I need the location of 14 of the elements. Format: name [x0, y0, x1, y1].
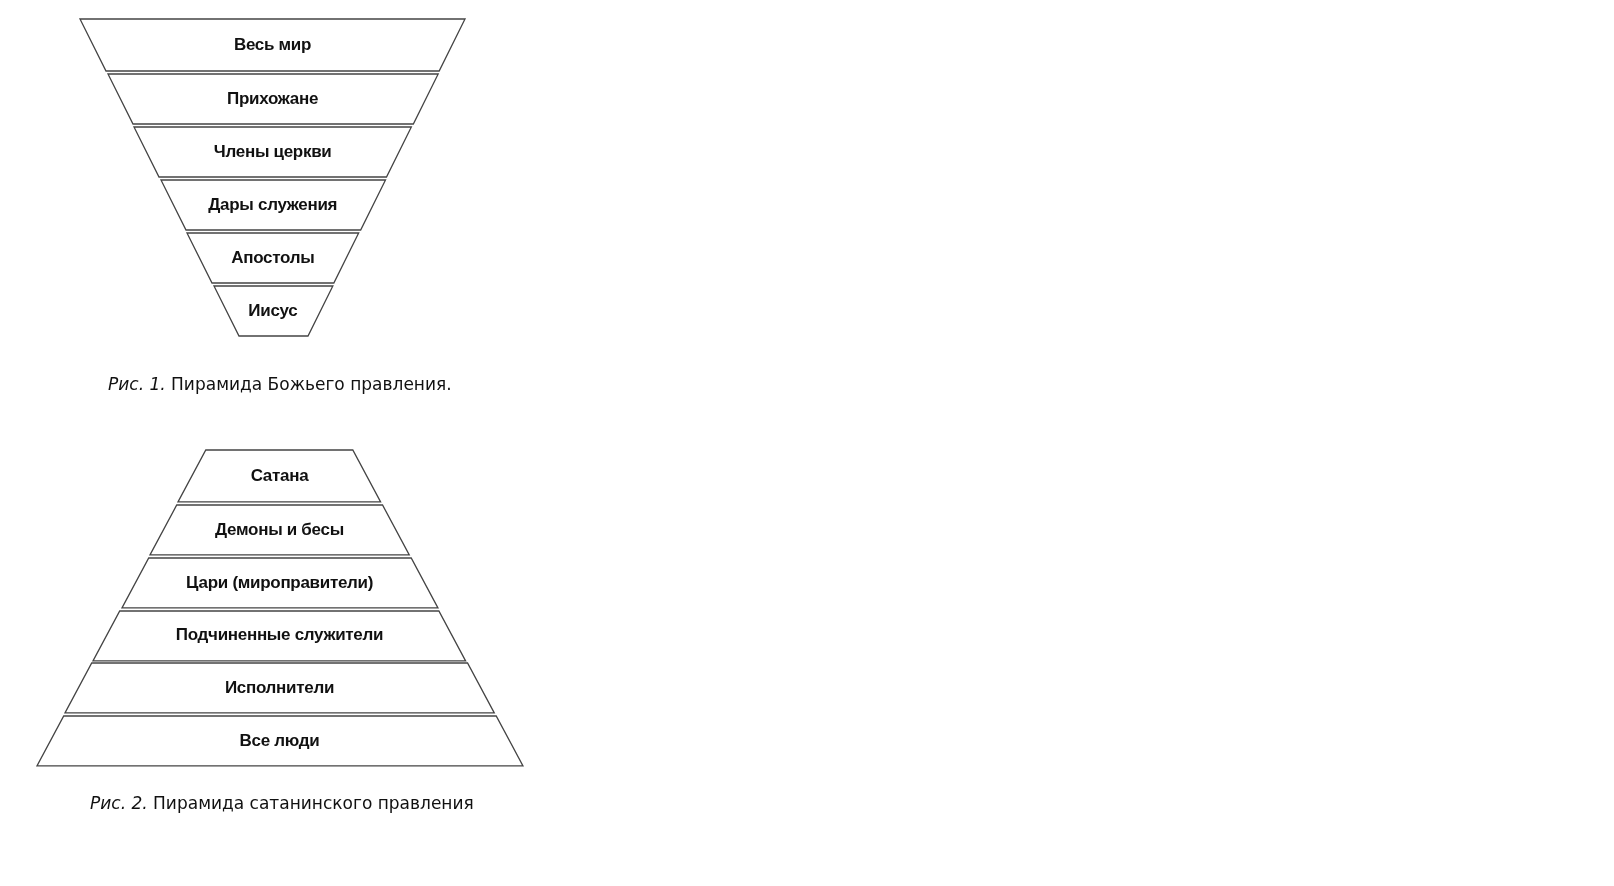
- band-label: Сатана: [249, 465, 310, 486]
- band-label: Подчиненные служители: [174, 625, 385, 646]
- band-label: Члены церкви: [212, 142, 333, 162]
- band-label: Иисус: [247, 301, 299, 321]
- band-label: Все люди: [238, 731, 321, 752]
- band-label: Цари (мироправители): [184, 572, 375, 593]
- band-label: Исполнители: [223, 678, 336, 699]
- band-label: Прихожане: [226, 89, 320, 109]
- figure-caption: Рис. 1. Пирамида Божьего правления.: [108, 374, 452, 394]
- band-label: Апостолы: [230, 248, 316, 268]
- band-label: Дары служения: [207, 195, 339, 215]
- band-label: Демоны и бесы: [214, 519, 345, 540]
- band-label: Весь мир: [232, 35, 313, 55]
- figure-caption: Рис. 2. Пирамида сатанинского правления: [90, 793, 474, 813]
